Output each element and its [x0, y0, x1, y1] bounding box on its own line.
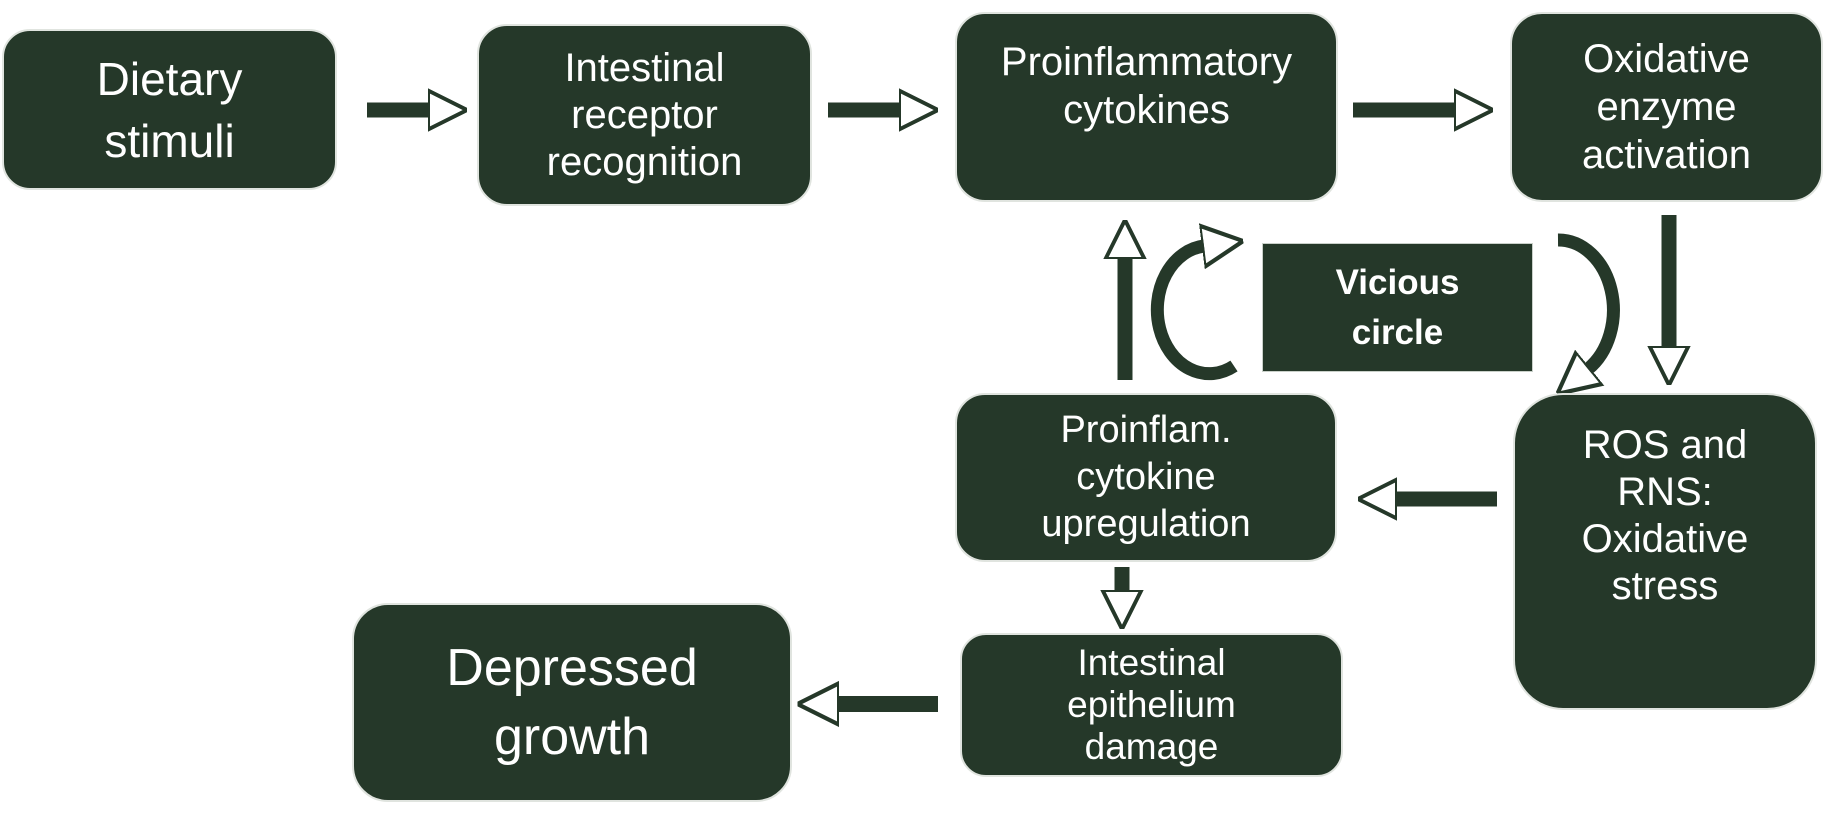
node-dietary-stimuli: Dietary stimuli	[2, 29, 337, 190]
vicious-circle-right-loop-arrow	[1558, 233, 1620, 369]
node-proinflammatory-cytokines: Proinflammatory cytokines	[955, 12, 1338, 202]
node-proinflam-cytokine-upregulation: Proinflam. cytokine upregulation	[955, 393, 1337, 562]
node-proinflam-cytokine-upregulation-label: Proinflam. cytokine upregulation	[1041, 409, 1251, 545]
node-ros-rns-oxidative-stress-label: ROS and RNS: Oxidative stress	[1581, 422, 1749, 608]
node-intestinal-receptor-recognition: Intestinal receptor recognition	[477, 24, 812, 206]
node-intestinal-receptor-recognition-label: Intestinal receptor recognition	[546, 45, 743, 184]
node-intestinal-epithelium-damage-label: Intestinal epithelium damage	[1067, 642, 1236, 767]
node-ros-rns-oxidative-stress: ROS and RNS: Oxidative stress	[1513, 393, 1817, 710]
node-vicious-circle-label: Vicious circle	[1335, 262, 1460, 352]
node-oxidative-enzyme-activation: Oxidative enzyme activation	[1510, 12, 1823, 202]
node-depressed-growth: Depressed growth	[352, 603, 792, 802]
node-vicious-circle: Vicious circle	[1262, 243, 1533, 372]
vicious-circle-left-loop-arrow	[1150, 246, 1234, 381]
node-proinflammatory-cytokines-label: Proinflammatory cytokines	[1000, 40, 1293, 132]
node-oxidative-enzyme-activation-label: Oxidative enzyme activation	[1582, 37, 1751, 177]
node-intestinal-epithelium-damage: Intestinal epithelium damage	[960, 633, 1343, 777]
node-depressed-growth-label: Depressed growth	[446, 638, 698, 766]
node-dietary-stimuli-label: Dietary stimuli	[96, 52, 243, 167]
